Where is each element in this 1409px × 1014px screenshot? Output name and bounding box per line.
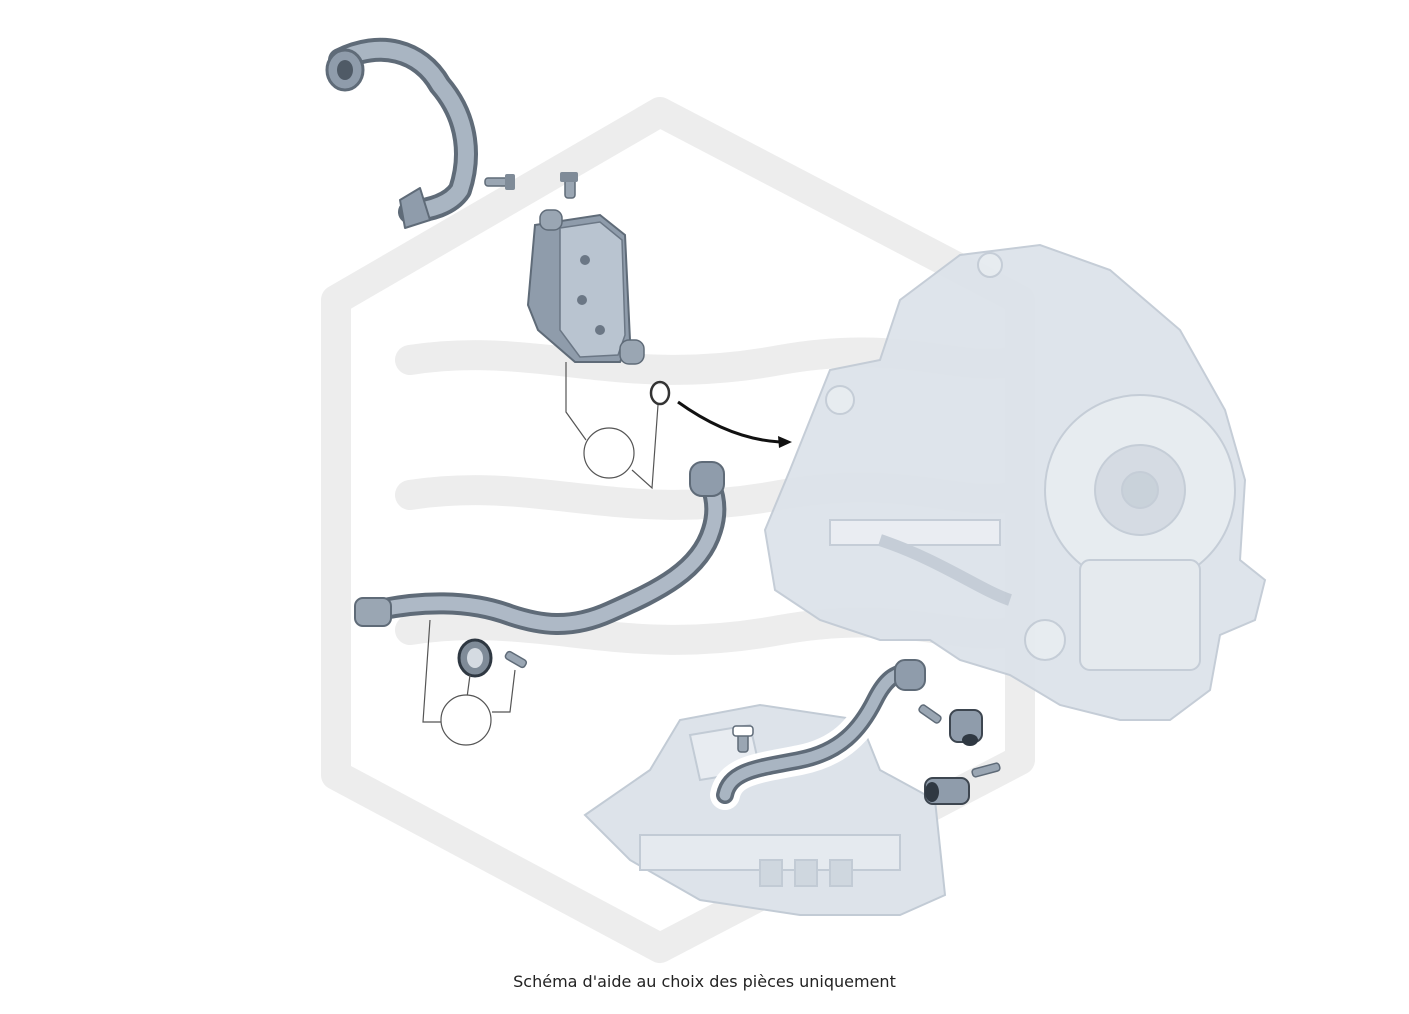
hose-fitting — [949, 709, 983, 746]
hose-fitting — [924, 777, 970, 805]
callout-circle-icon — [440, 694, 492, 746]
transmission-oil-pan — [583, 703, 947, 916]
bolt-small — [732, 725, 754, 753]
callout-leader-lines — [565, 362, 659, 490]
bolt-small — [918, 704, 942, 724]
bottom-vent-pipe — [710, 657, 926, 810]
bolt-small — [504, 650, 528, 669]
gearbox-housing — [763, 243, 1267, 721]
lower-coolant-pipe — [354, 461, 727, 635]
bolt-small — [484, 174, 515, 190]
bolt-small — [971, 762, 1001, 778]
upper-coolant-pipe — [325, 37, 478, 229]
bolt-small — [560, 172, 578, 199]
o-ring-seal — [649, 380, 671, 406]
callout-circle-icon — [583, 427, 635, 479]
curved-arrow-icon — [677, 400, 792, 448]
pipe-clamp — [457, 638, 493, 678]
diagram-caption: Schéma d'aide au choix des pièces unique… — [513, 972, 896, 991]
oil-cooler — [526, 209, 645, 365]
